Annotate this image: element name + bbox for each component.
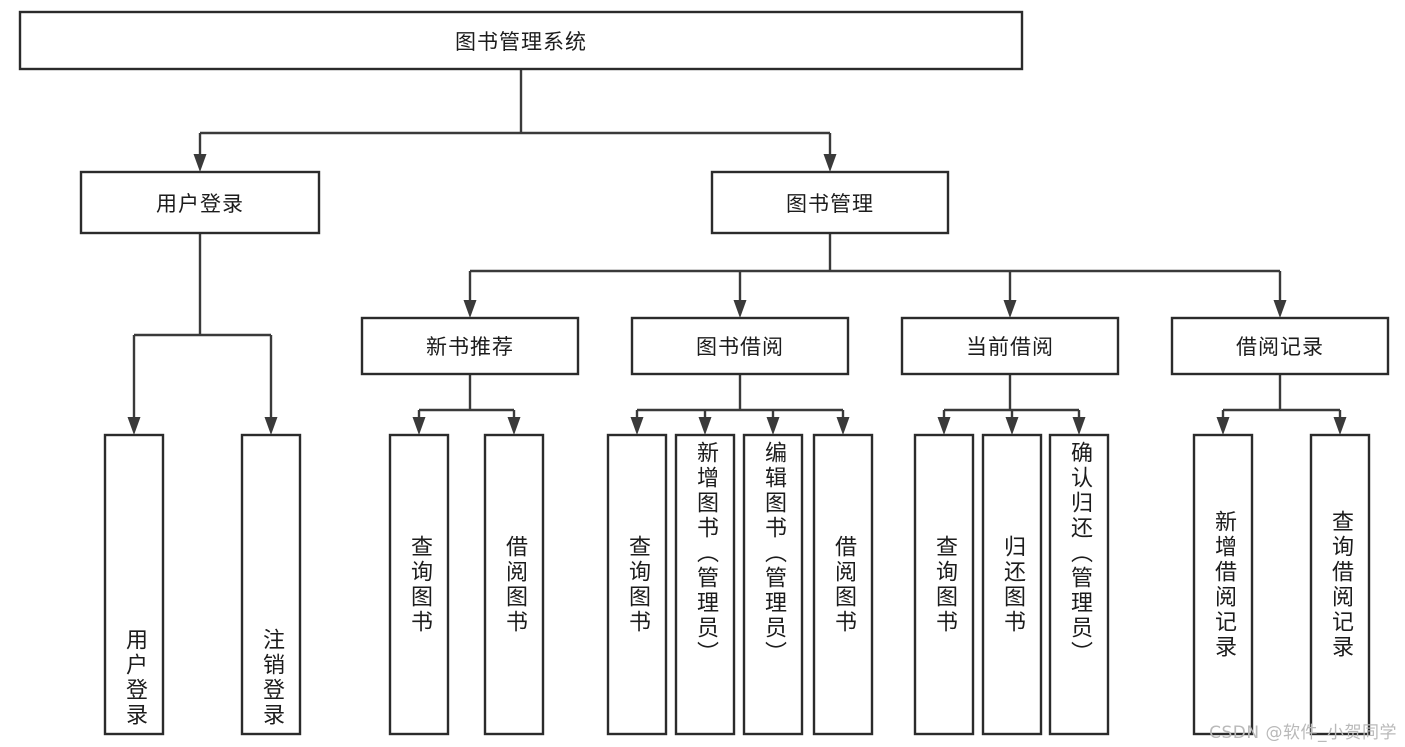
node-box-borrow-record[interactable]	[1170, 316, 1390, 376]
node-box-leaf-return-book[interactable]	[981, 433, 1043, 736]
node-box-current-borrow[interactable]	[900, 316, 1120, 376]
arrowhead-leaf-query-record	[1333, 417, 1347, 435]
node-box-leaf-logout[interactable]	[240, 433, 302, 736]
node-box-leaf-query-book-2[interactable]	[606, 433, 668, 736]
node-box-leaf-borrow-book-2[interactable]	[812, 433, 874, 736]
node-box-book-manage[interactable]	[710, 170, 950, 235]
node-box-leaf-confirm-return[interactable]	[1048, 433, 1110, 736]
arrowhead-leaf-query-book-1	[412, 417, 426, 435]
arrowhead-leaf-confirm-return	[1072, 417, 1086, 435]
node-box-book-borrow[interactable]	[630, 316, 850, 376]
node-box-leaf-add-book[interactable]	[674, 433, 736, 736]
edge-group-book-borrow	[630, 374, 850, 435]
arrowhead-leaf-add-book	[698, 417, 712, 435]
node-box-leaf-query-book-3[interactable]	[913, 433, 975, 736]
node-box-leaf-user-login[interactable]	[103, 433, 165, 736]
arrowhead-leaf-user-login	[127, 417, 141, 435]
edge-group-root	[193, 69, 837, 172]
node-box-leaf-borrow-book-1[interactable]	[483, 433, 545, 736]
arrowhead-current-borrow	[1003, 300, 1017, 318]
node-box-leaf-query-record[interactable]	[1309, 433, 1371, 736]
arrowhead-leaf-query-book-2	[630, 417, 644, 435]
arrowhead-leaf-borrow-book-2	[836, 417, 850, 435]
node-box-leaf-edit-book[interactable]	[742, 433, 804, 736]
edge-group-new-book-recommend	[412, 374, 521, 435]
edge-group-current-borrow	[937, 374, 1086, 435]
arrowhead-leaf-return-book	[1005, 417, 1019, 435]
arrowhead-leaf-logout	[264, 417, 278, 435]
node-box-leaf-add-record[interactable]	[1192, 433, 1254, 736]
edge-group-borrow-record	[1216, 374, 1347, 435]
arrowhead-book-manage	[823, 154, 837, 172]
arrowhead-leaf-edit-book	[766, 417, 780, 435]
arrowhead-user-login	[193, 154, 207, 172]
node-box-new-book-recommend[interactable]	[360, 316, 580, 376]
arrowhead-new-book-recommend	[463, 300, 477, 318]
edge-group-book-manage	[463, 233, 1287, 318]
node-box-leaf-query-book-1[interactable]	[388, 433, 450, 736]
arrowhead-leaf-query-book-3	[937, 417, 951, 435]
watermark-text: CSDN @软件_小贺同学	[1209, 723, 1397, 743]
edge-group-user-login	[127, 233, 278, 435]
arrowhead-book-borrow	[733, 300, 747, 318]
arrowhead-leaf-borrow-book-1	[507, 417, 521, 435]
node-box-root[interactable]	[18, 10, 1024, 71]
arrowhead-leaf-add-record	[1216, 417, 1230, 435]
arrowhead-borrow-record	[1273, 300, 1287, 318]
node-box-user-login[interactable]	[79, 170, 321, 235]
